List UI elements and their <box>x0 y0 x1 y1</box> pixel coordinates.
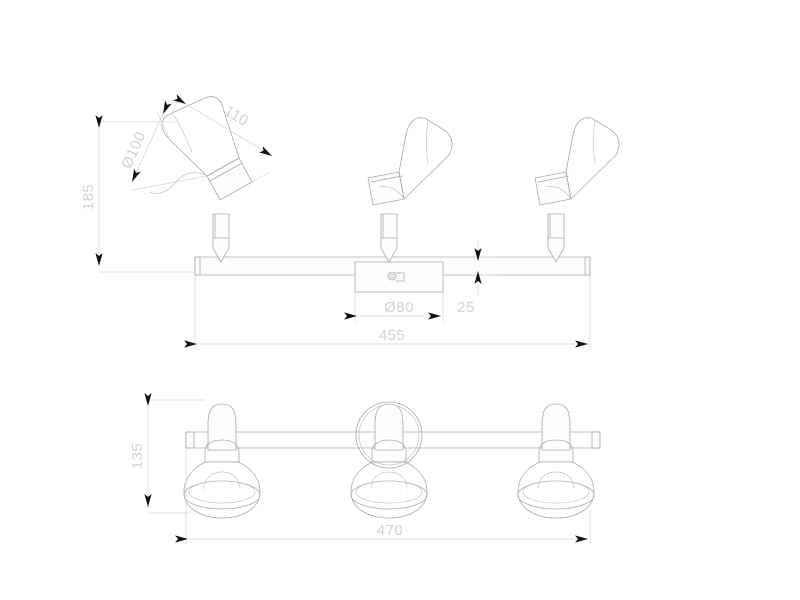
dimension-bar-thickness-label: 25 <box>457 299 475 316</box>
side-mounting-plate <box>354 261 444 293</box>
front-elevation-view: 135 470 <box>129 393 601 545</box>
dimension-bar-thickness: 25 <box>457 240 498 316</box>
dimension-head-diameter-label: Ø100 <box>118 129 149 171</box>
side-spotlight-right <box>534 117 620 263</box>
dimension-front-height: 135 <box>129 393 205 514</box>
dimension-total-height-label: 185 <box>80 184 97 211</box>
front-spotlight-center <box>350 403 428 519</box>
dimension-head-length-label: 110 <box>221 102 252 130</box>
side-spotlight-center <box>367 117 453 263</box>
dimension-front-width: 470 <box>175 448 591 545</box>
dimension-plate-diameter: Ø80 <box>344 292 444 322</box>
dimension-front-height-label: 135 <box>129 443 146 470</box>
front-spotlight-left <box>183 403 261 519</box>
side-elevation-view: 185 110 Ø100 Ø80 25 <box>80 94 620 350</box>
dimension-plate-diameter-label: Ø80 <box>384 299 414 316</box>
dimension-front-width-label: 470 <box>377 522 404 539</box>
dimension-head-diameter: Ø100 <box>118 100 208 191</box>
dimension-bar-length: 455 <box>184 275 591 350</box>
dimension-total-height: 185 <box>80 115 195 273</box>
dimension-bar-length-label: 455 <box>379 327 406 344</box>
front-spotlight-right <box>517 403 595 519</box>
